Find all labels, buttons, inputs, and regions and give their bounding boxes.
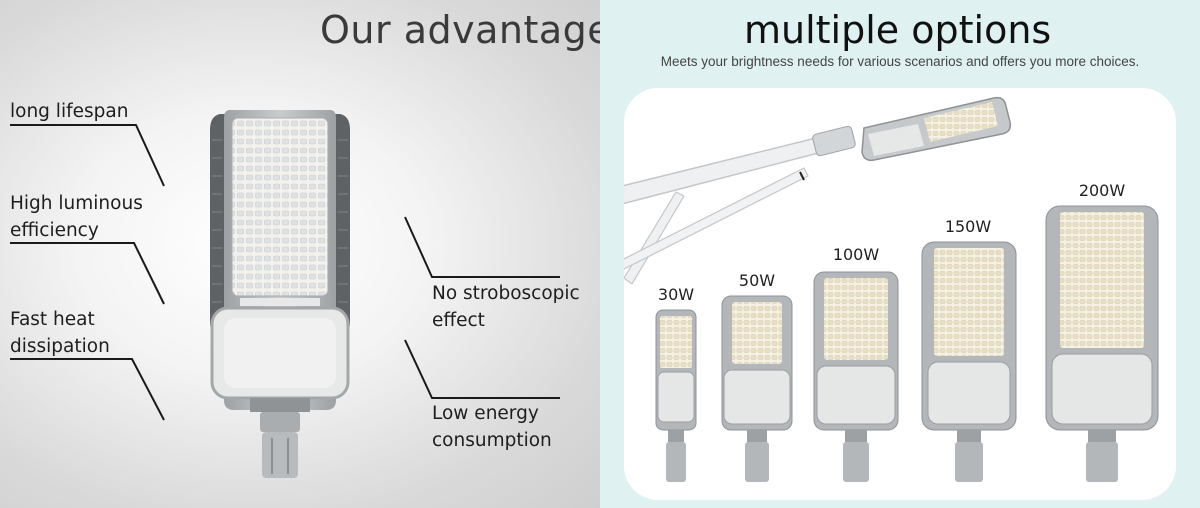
street-light-large-icon [210, 110, 350, 478]
feature-fast-heat-dissipation: Fast heat dissipation [10, 309, 110, 357]
svg-text:30W: 30W [658, 285, 694, 304]
street-light-on-pole-icon [624, 96, 1012, 285]
options-panel: multiple options Meets your brightness n… [600, 0, 1200, 508]
svg-text:200W: 200W [1079, 181, 1126, 200]
street-light-100w-icon: 100W [813, 245, 899, 482]
options-title: multiple options [744, 8, 1052, 52]
advantage-panel: Our advantage long lifespan High luminou… [0, 0, 600, 508]
wattage-lineup: 30W 50W 100W [624, 96, 1159, 482]
street-light-150w-icon: 150W [921, 217, 1017, 482]
feature-low-energy-consumption: Low energy consumption [432, 403, 552, 451]
feature-connector-lines [10, 124, 560, 421]
street-light-200w-icon: 200W [1045, 181, 1159, 482]
street-light-50w-icon: 50W [721, 271, 793, 482]
feature-no-stroboscopic-effect: No stroboscopic effect [432, 283, 580, 331]
svg-text:150W: 150W [945, 217, 992, 236]
street-light-30w-icon: 30W [655, 285, 697, 482]
feature-long-lifespan: long lifespan [10, 101, 129, 122]
svg-text:100W: 100W [833, 245, 880, 264]
wattage-options-card: 30W 50W 100W [624, 88, 1176, 500]
svg-text:50W: 50W [739, 271, 775, 290]
advantage-title: Our advantage [320, 8, 600, 52]
options-subtitle: Meets your brightness needs for various … [660, 54, 1140, 69]
feature-high-luminous-efficiency: High luminous efficiency [10, 193, 143, 241]
